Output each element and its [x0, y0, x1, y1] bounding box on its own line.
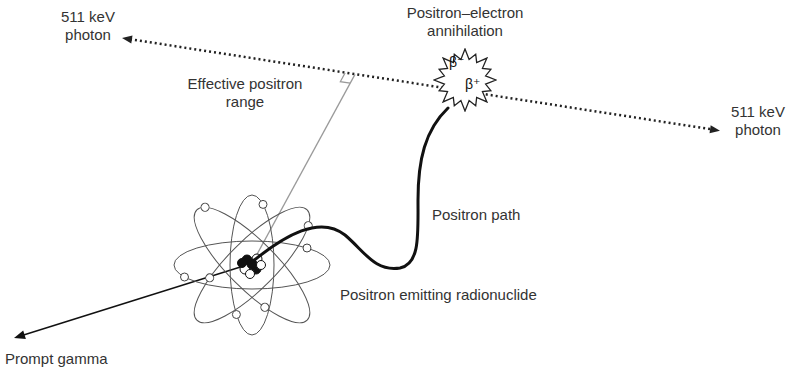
particle-symbol: β⁻ [449, 54, 464, 70]
burst-area: β⁻β⁺ [433, 48, 497, 112]
particle-symbol: β⁺ [465, 76, 480, 92]
photon-label: 511 keV photon [728, 103, 788, 139]
arrow-head [14, 330, 26, 339]
photon-label: 511 keV photon [48, 8, 128, 44]
range-label: Effective positron range [178, 75, 312, 111]
atom [174, 192, 330, 337]
nuclide-label: Positron emitting radionuclide [340, 286, 600, 304]
annihilation-burst: Positron–electron annihilation β⁻β⁺ [400, 4, 530, 112]
path-label: Positron path [432, 206, 542, 224]
photon-line [130, 39, 712, 129]
arrow-head [122, 36, 133, 44]
node-heading: Positron–electron annihilation [400, 4, 530, 40]
gamma-line [22, 264, 250, 336]
arrow-head [710, 125, 721, 133]
positron-path [252, 108, 448, 269]
right-angle-mark [340, 73, 350, 83]
gamma-label: Prompt gamma [5, 350, 135, 368]
